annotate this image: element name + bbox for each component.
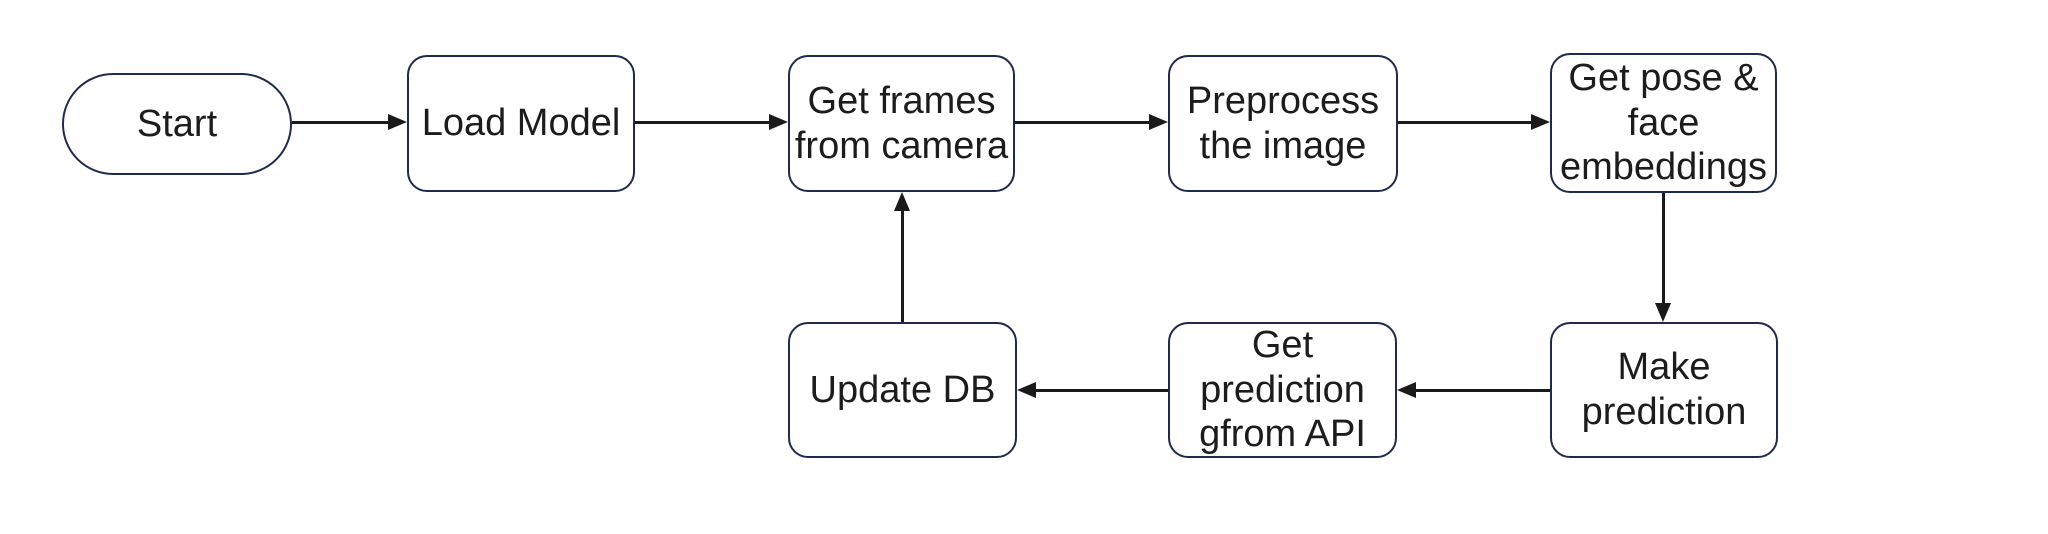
arrowhead-right-icon	[769, 114, 788, 130]
node-preprocess-the-image: Preprocess the image	[1168, 55, 1398, 192]
arrow-line	[1035, 388, 1168, 392]
node-start: Start	[62, 73, 292, 175]
node-load-model-label: Load Model	[421, 102, 621, 145]
node-update-db-label: Update DB	[809, 368, 996, 411]
arrow-line	[1398, 120, 1533, 124]
arrow-line	[635, 120, 771, 124]
arrowhead-up-icon	[894, 192, 910, 211]
node-get-pose-label: Get pose & face embeddings	[1559, 56, 1768, 189]
node-get-pose-face-embeddings: Get pose & face embeddings	[1550, 53, 1777, 193]
arrowhead-right-icon	[1531, 114, 1550, 130]
node-update-db: Update DB	[788, 322, 1017, 458]
arrow-line	[292, 120, 390, 124]
node-load-model: Load Model	[407, 55, 635, 192]
arrowhead-right-icon	[1149, 114, 1168, 130]
arrow-line	[1415, 388, 1550, 392]
node-make-prediction: Make prediction	[1550, 322, 1778, 458]
arrow-line	[1661, 193, 1665, 304]
arrow-line	[900, 209, 904, 322]
node-make-prediction-label: Make prediction	[1581, 346, 1747, 433]
arrow-line	[1015, 120, 1151, 124]
node-start-label: Start	[136, 102, 218, 145]
node-get-prediction-label: Get prediction gfrom API	[1199, 323, 1366, 456]
arrowhead-left-icon	[1397, 382, 1416, 398]
arrowhead-down-icon	[1655, 303, 1671, 322]
node-get-frames-from-camera: Get frames from camera	[788, 55, 1015, 192]
arrowhead-left-icon	[1017, 382, 1036, 398]
node-get-prediction-from-api: Get prediction gfrom API	[1168, 322, 1397, 458]
node-get-frames-label: Get frames from camera	[794, 79, 1009, 167]
node-preprocess-label: Preprocess the image	[1186, 79, 1380, 167]
arrowhead-right-icon	[388, 114, 407, 130]
